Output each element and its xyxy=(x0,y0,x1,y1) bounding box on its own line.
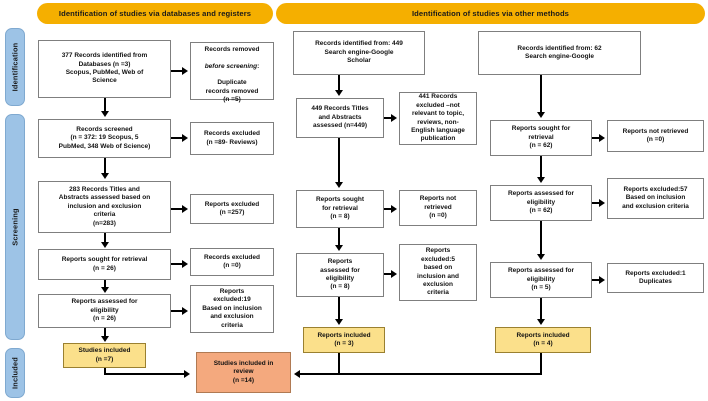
records-removed-line2: before screening xyxy=(204,62,258,70)
connector-left-titles-to-sought xyxy=(104,233,106,243)
arrowhead-right-identified-to-sought xyxy=(537,112,545,118)
arrowhead-left-studies-to-review xyxy=(184,370,190,378)
box-middle-reports-assessed: Reports assessed for eligibility (n = 8) xyxy=(296,253,384,297)
connector-left-screened-to-excluded xyxy=(171,137,184,139)
arrowhead-right-sought-to-notretrieved xyxy=(599,134,605,142)
connector-mid-sought-to-assessed xyxy=(338,228,340,246)
box-left-studies-included: Studies included (n =7) xyxy=(63,343,146,368)
connector-left-studies-to-review xyxy=(104,373,186,375)
box-right-reports-included: Reports included (n = 4) xyxy=(495,327,591,353)
box-left-reports-excluded-19: Reports excluded:19 Based on inclusion a… xyxy=(190,285,274,333)
connector-left-sought-to-assessed xyxy=(104,280,106,288)
arrowhead-left-identified-to-screened xyxy=(101,111,109,117)
box-left-reports-assessed: Reports assessed for eligibility (n = 26… xyxy=(38,294,171,328)
box-right-reports-sought: Reports sought for retrieval (n = 62) xyxy=(490,120,592,156)
arrowhead-right-assessed62-to-excluded57 xyxy=(599,199,605,207)
banner-databases-registers: Identification of studies via databases … xyxy=(37,3,273,24)
box-right-reports-assessed-5: Reports assessed for eligibility (n = 5) xyxy=(490,262,592,298)
records-removed-line1: Records removed xyxy=(204,45,260,53)
box-middle-excluded-441: 441 Records excluded –not relevant to to… xyxy=(399,92,477,145)
connector-mid-titles-to-sought xyxy=(338,138,340,183)
connector-right-assessed5-to-included xyxy=(540,298,542,320)
box-right-reports-excluded-1: Reports excluded:1 Duplicates xyxy=(607,263,704,293)
banner-other-methods: Identification of studies via other meth… xyxy=(276,3,705,24)
connector-left-studies-down xyxy=(104,368,106,375)
connector-right-sought-to-assessed62 xyxy=(540,156,542,178)
box-left-records-identified: 377 Records identified from Databases (n… xyxy=(38,40,171,98)
connector-right-sought-to-notretrieved xyxy=(592,137,601,139)
connector-right-assessed62-to-excluded57 xyxy=(592,202,601,204)
connector-mid-assessed-to-included xyxy=(338,297,340,320)
box-right-reports-assessed-62: Reports assessed for eligibility (n = 62… xyxy=(490,185,592,221)
records-removed-colon: : xyxy=(257,62,260,70)
box-left-records-excluded-reviews: Records excluded (n =89- Reviews) xyxy=(190,122,274,155)
box-left-titles-abstracts: 283 Records Titles and Abstracts assesse… xyxy=(38,181,171,233)
arrowhead-left-screened-to-excluded xyxy=(182,134,188,142)
arrowhead-mid-assessed-to-included xyxy=(335,319,343,325)
box-middle-reports-sought: Reports sought for retrieval (n = 8) xyxy=(296,190,384,228)
arrowhead-mid-sought-to-notretrieved xyxy=(391,205,397,213)
connector-left-identified-to-removed xyxy=(171,70,184,72)
stage-identification: Identification xyxy=(5,28,25,106)
stage-screening: Screening xyxy=(5,114,25,340)
arrowhead-mid-sought-to-assessed xyxy=(335,245,343,251)
stage-included: Included xyxy=(5,348,25,398)
connector-left-screened-to-titles xyxy=(104,158,106,174)
arrowhead-right-assessed62-to-assessed5 xyxy=(537,254,545,260)
connector-left-sought-to-excluded0 xyxy=(171,263,184,265)
box-middle-reports-not-retrieved: Reports not retrieved (n =0) xyxy=(399,190,477,226)
arrowhead-left-titles-to-sought xyxy=(101,242,109,248)
connector-right-identified-to-sought xyxy=(540,75,542,113)
box-left-records-screened: Records screened (n = 372: 19 Scopus, 5 … xyxy=(38,119,171,158)
stage-identification-label: Identification xyxy=(10,42,20,92)
box-right-records-identified: Records identified from: 62 Search engin… xyxy=(478,31,641,75)
arrowhead-left-identified-to-removed xyxy=(182,67,188,75)
arrowhead-left-screened-to-titles xyxy=(101,173,109,179)
connector-left-identified-to-screened xyxy=(104,98,106,112)
arrowhead-mid-titles-to-excluded441 xyxy=(391,114,397,122)
arrowhead-mid-titles-to-sought xyxy=(335,182,343,188)
arrowhead-left-assessed-to-studies xyxy=(101,336,109,342)
connector-mid-identified-to-titles xyxy=(338,75,340,91)
box-studies-included-in-review: Studies included in review (n =14) xyxy=(196,352,291,393)
connector-mid-sought-to-notretrieved xyxy=(384,208,393,210)
connector-mid-included-down xyxy=(338,353,340,375)
box-left-reports-sought: Reports sought for retrieval (n = 26) xyxy=(38,249,171,280)
arrowhead-right-sought-to-assessed62 xyxy=(537,177,545,183)
arrowhead-left-assessed-to-excluded19 xyxy=(182,307,188,315)
connector-left-assessed-to-excluded19 xyxy=(171,310,184,312)
arrowhead-right-assessed5-to-excluded1 xyxy=(599,276,605,284)
arrowhead-mid-identified-to-titles xyxy=(335,90,343,96)
connector-left-assessed-to-studies xyxy=(104,328,106,337)
stage-included-label: Included xyxy=(10,357,20,389)
arrowhead-right-assessed5-to-included xyxy=(537,319,545,325)
box-middle-reports-included: Reports included (n = 3) xyxy=(303,327,385,353)
arrowhead-mid-assessed-to-excluded5 xyxy=(391,270,397,278)
connector-left-titles-to-excluded257 xyxy=(171,208,184,210)
arrowhead-left-sought-to-assessed xyxy=(101,287,109,293)
arrowhead-mid-included-to-review xyxy=(294,370,300,378)
records-removed-rest: Duplicate records removed (n =5) xyxy=(205,79,259,104)
connector-mid-assessed-to-excluded5 xyxy=(384,273,393,275)
connector-right-included-down xyxy=(540,353,542,375)
arrowhead-left-sought-to-excluded0 xyxy=(182,260,188,268)
box-right-reports-excluded-57: Reports excluded:57 Based on inclusion a… xyxy=(607,178,704,219)
box-left-reports-excluded-257: Reports excluded (n =257) xyxy=(190,194,274,224)
connector-mid-titles-to-excluded441 xyxy=(384,117,393,119)
box-left-records-removed: Records removed before screening: Duplic… xyxy=(190,42,274,104)
connector-right-assessed62-to-assessed5 xyxy=(540,221,542,255)
arrowhead-left-titles-to-excluded257 xyxy=(182,205,188,213)
box-middle-reports-excluded-5: Reports excluded:5 based on inclusion an… xyxy=(399,244,477,301)
stage-screening-label: Screening xyxy=(10,208,20,246)
box-middle-records-identified: Records identified from: 449 Search engi… xyxy=(293,31,425,75)
box-right-reports-not-retrieved: Reports not retrieved (n =0) xyxy=(607,120,704,152)
box-left-records-excluded-0: Records excluded (n =0) xyxy=(190,248,274,276)
connector-right-assessed5-to-excluded1 xyxy=(592,279,601,281)
connector-right-included-to-review xyxy=(300,373,542,375)
box-middle-titles-abstracts: 449 Records Titles and Abstracts assesse… xyxy=(296,98,384,138)
